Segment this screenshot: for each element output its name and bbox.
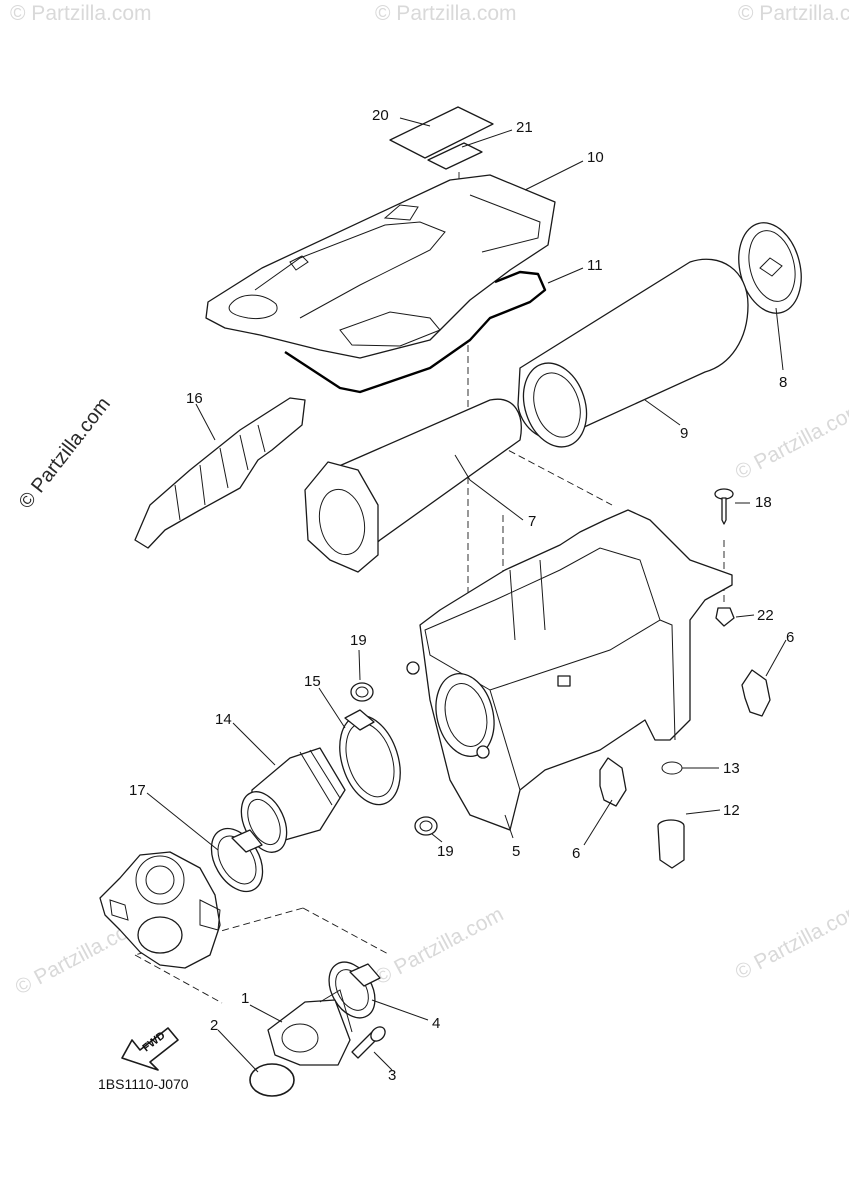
callout-22: 22 bbox=[757, 607, 774, 624]
part-13-hose-clip bbox=[661, 761, 700, 775]
callout-14: 14 bbox=[215, 711, 232, 728]
part-12-drain-plug bbox=[657, 819, 685, 869]
part-21-label-sheet bbox=[427, 142, 483, 170]
fwd-arrow-icon: FWD bbox=[121, 1027, 179, 1071]
callout-9: 9 bbox=[680, 425, 688, 442]
leader-lines bbox=[146, 117, 787, 1073]
part-5-air-cleaner-case bbox=[406, 509, 733, 831]
callout-7: 7 bbox=[528, 513, 536, 530]
part-9-filter-element bbox=[517, 258, 749, 448]
part-2-o-ring bbox=[249, 1063, 295, 1097]
part-8-filter-end-cap bbox=[738, 222, 802, 314]
part-18-screw bbox=[714, 488, 734, 525]
part-16-foam-sheet bbox=[134, 397, 306, 549]
callout-1: 1 bbox=[241, 990, 249, 1007]
callout-5: 5 bbox=[512, 843, 520, 860]
callout-18: 18 bbox=[755, 494, 772, 511]
callout-19-lower: 19 bbox=[437, 843, 454, 860]
callout-4: 4 bbox=[432, 1015, 440, 1032]
part-6-clip-lower bbox=[599, 757, 627, 807]
callout-3: 3 bbox=[388, 1067, 396, 1084]
callout-16: 16 bbox=[186, 390, 203, 407]
watermark-main: © Partzilla.com bbox=[15, 393, 115, 513]
callout-15: 15 bbox=[304, 673, 321, 690]
callout-12: 12 bbox=[723, 802, 740, 819]
callout-21: 21 bbox=[516, 119, 533, 136]
part-7-filter-guide bbox=[304, 398, 522, 573]
callout-2: 2 bbox=[210, 1017, 218, 1034]
callout-6-right: 6 bbox=[786, 629, 794, 646]
assembly-line bbox=[134, 954, 223, 1004]
drawing-code: 1BS1110-J070 bbox=[98, 1076, 189, 1092]
part-11-gasket bbox=[284, 270, 547, 394]
watermark-top-right: © Partzilla.com bbox=[738, 2, 849, 25]
callout-17: 17 bbox=[129, 782, 146, 799]
watermark-low-center: © Partzilla.com bbox=[372, 903, 508, 990]
part-1-carburetor-joint bbox=[267, 989, 353, 1066]
watermark-top-left: © Partzilla.com bbox=[10, 2, 152, 25]
watermark-top-center: © Partzilla.com bbox=[375, 2, 517, 25]
part-17-clamp bbox=[210, 827, 264, 893]
part-10-air-cleaner-cover bbox=[205, 174, 556, 359]
carburetor bbox=[99, 851, 221, 969]
watermark-low-right: © Partzilla.com bbox=[732, 898, 849, 985]
part-19-grommet-upper bbox=[350, 682, 374, 702]
callout-6-lower: 6 bbox=[572, 845, 580, 862]
watermark-mid-right: © Partzilla.com bbox=[732, 398, 849, 485]
part-3-bolt bbox=[351, 1026, 386, 1059]
part-20-label-sheet bbox=[389, 106, 494, 159]
part-22-grommet-nut bbox=[715, 607, 735, 627]
callout-19-upper: 19 bbox=[350, 632, 367, 649]
assembly-line bbox=[302, 907, 391, 956]
part-15-clamp bbox=[339, 709, 401, 806]
callout-13: 13 bbox=[723, 760, 740, 777]
part-4-clamp bbox=[328, 961, 381, 1019]
part-19-grommet-lower bbox=[414, 816, 438, 836]
callout-8: 8 bbox=[779, 374, 787, 391]
callout-11: 11 bbox=[587, 257, 603, 274]
callouts: 20 21 10 11 8 9 7 16 18 22 6 19 15 14 17… bbox=[129, 107, 794, 1084]
callout-10: 10 bbox=[587, 149, 604, 166]
part-6-clip-right bbox=[741, 669, 771, 717]
callout-20: 20 bbox=[372, 107, 389, 124]
